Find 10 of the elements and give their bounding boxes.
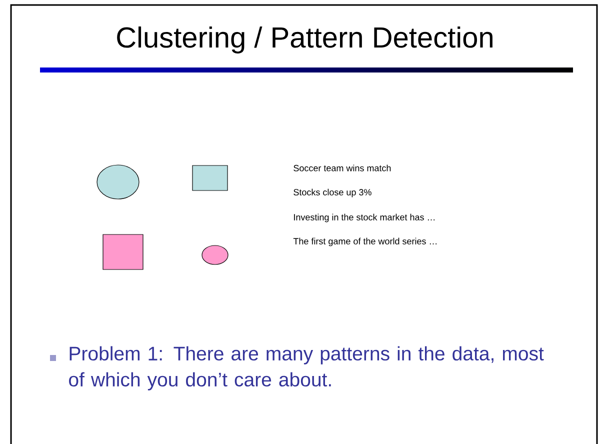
headline-text: Soccer team wins match	[294, 164, 391, 172]
ellipse	[96, 164, 140, 200]
title: Clustering / Pattern Detection	[117, 26, 492, 54]
box	[102, 234, 144, 270]
headline-text: Investing in the stock market has …	[294, 214, 435, 222]
box	[192, 165, 228, 191]
bullet-text: Problem 1: There are many patterns in the data, most of which you don’t care about.	[69, 346, 544, 390]
ellipse	[202, 245, 228, 265]
headline-text: The first game of the world series …	[293, 238, 436, 246]
headline-text: Stocks close up 3%	[294, 188, 372, 198]
